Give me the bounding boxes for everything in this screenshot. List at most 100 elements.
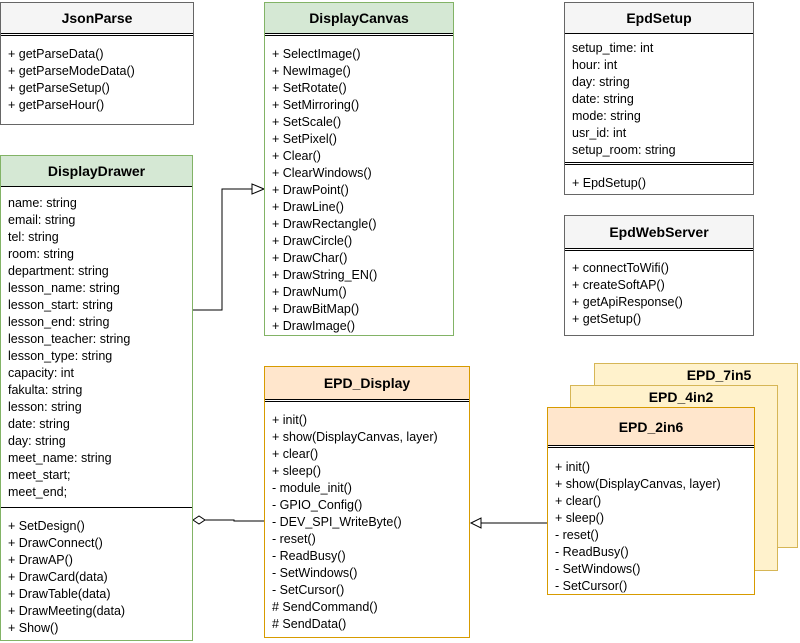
method: - SetWindows() — [555, 562, 641, 576]
attribute: lesson_start: string — [8, 298, 113, 312]
method: + getApiResponse() — [572, 295, 683, 309]
method: - ReadBusy() — [555, 545, 629, 559]
method: + DrawBitMap() — [272, 302, 360, 316]
method: + getParseSetup() — [8, 81, 110, 95]
method: + SetRotate() — [272, 81, 347, 95]
method: + DrawLine() — [272, 200, 344, 214]
method: + ClearWindows() — [272, 166, 372, 180]
method: + SelectImage() — [272, 47, 361, 61]
attribute: room: string — [8, 247, 74, 261]
method: + DrawCard(data) — [8, 570, 108, 584]
method: + Show() — [8, 621, 59, 635]
aggregation-diamond-icon — [192, 515, 206, 525]
method: + clear() — [272, 447, 319, 461]
attribute: date: string — [572, 92, 634, 106]
method: - DEV_SPI_WriteByte() — [272, 515, 402, 529]
method: + getParseHour() — [8, 98, 105, 112]
methods-section: + EpdSetup() — [565, 162, 753, 194]
method: + sleep() — [272, 464, 321, 478]
method: + clear() — [555, 494, 602, 508]
attribute: meet_end; — [8, 485, 68, 499]
class-epd-display: EPD_Display + init() + show(DisplayCanva… — [264, 366, 470, 638]
method: - ReadBusy() — [272, 549, 346, 563]
methods-section: + SelectImage() + NewImage() + SetRotate… — [265, 33, 453, 339]
attributes-section: setup_time: int hour: int day: string da… — [565, 33, 753, 162]
method: + getParseModeData() — [8, 64, 135, 78]
attribute: email: string — [8, 213, 76, 227]
attribute: lesson_teacher: string — [8, 332, 131, 346]
method: + init() — [555, 460, 591, 474]
class-epd-2in6: EPD_2in6 + init() + show(DisplayCanvas, … — [547, 407, 755, 595]
drawer-to-canvas-association — [193, 188, 264, 311]
class-json-parse: JsonParse + getParseData() + getParseMod… — [0, 2, 194, 125]
drawer-epd-display-aggregation — [205, 519, 264, 522]
method: + DrawConnect() — [8, 536, 103, 550]
attribute: lesson_end: string — [8, 315, 110, 329]
method: + DrawTable(data) — [8, 587, 111, 601]
method: + EpdSetup() — [572, 176, 647, 190]
method: + show(DisplayCanvas, layer) — [555, 477, 721, 491]
attribute: day: string — [572, 75, 630, 89]
attribute: day: string — [8, 434, 66, 448]
method: + getParseData() — [8, 47, 104, 61]
class-epd-setup: EpdSetup setup_time: int hour: int day: … — [564, 2, 754, 195]
method: - reset() — [555, 528, 599, 542]
methods-section: + init() + show(DisplayCanvas, layer) + … — [548, 445, 754, 599]
method: + connectToWifi() — [572, 261, 669, 275]
attribute: hour: int — [572, 58, 618, 72]
attribute: lesson: string — [8, 400, 82, 414]
attribute: usr_id: int — [572, 126, 627, 140]
class-epd-web-server: EpdWebServer + connectToWifi() + createS… — [564, 215, 754, 336]
methods-section: + connectToWifi() + createSoftAP() + get… — [565, 248, 753, 335]
method: - SetCursor() — [272, 583, 345, 597]
class-name: DisplayCanvas — [265, 3, 453, 33]
method: # SendData() — [272, 617, 347, 631]
method: + DrawNum() — [272, 285, 347, 299]
method: + SetDesign() — [8, 519, 85, 533]
methods-section: + init() + show(DisplayCanvas, layer) + … — [265, 399, 469, 637]
attribute: lesson_type: string — [8, 349, 113, 363]
class-name: JsonParse — [1, 3, 193, 33]
methods-section: + SetDesign() + DrawConnect() + DrawAP()… — [1, 507, 192, 641]
method: - SetWindows() — [272, 566, 358, 580]
class-name: EPD_Display — [265, 367, 469, 399]
method: + DrawMeeting(data) — [8, 604, 126, 618]
method: - GPIO_Config() — [272, 498, 363, 512]
method: + DrawRectangle() — [272, 217, 377, 231]
attribute: name: string — [8, 196, 77, 210]
method: + show(DisplayCanvas, layer) — [272, 430, 438, 444]
class-name: EpdSetup — [565, 3, 753, 33]
methods-section: + getParseData() + getParseModeData() + … — [1, 33, 193, 124]
method: + DrawImage() — [272, 319, 356, 333]
method: + SetScale() — [272, 115, 342, 129]
attributes-section: name: string email: string tel: string r… — [1, 186, 192, 507]
method: - SetCursor() — [555, 579, 628, 593]
method: - reset() — [272, 532, 316, 546]
attribute: date: string — [8, 417, 70, 431]
method: + DrawAP() — [8, 553, 73, 567]
method: + DrawChar() — [272, 251, 348, 265]
attribute: meet_name: string — [8, 451, 112, 465]
attribute: meet_start; — [8, 468, 71, 482]
attribute: capacity: int — [8, 366, 75, 380]
method: + sleep() — [555, 511, 604, 525]
class-name: DisplayDrawer — [1, 156, 192, 186]
method: + SetMirroring() — [272, 98, 360, 112]
attribute: tel: string — [8, 230, 59, 244]
method: + getSetup() — [572, 312, 642, 326]
attribute: lesson_name: string — [8, 281, 120, 295]
method: + createSoftAP() — [572, 278, 665, 292]
inheritance-triangle-icon — [469, 517, 482, 529]
attribute: setup_room: string — [572, 143, 676, 157]
attribute: mode: string — [572, 109, 641, 123]
method: + SetPixel() — [272, 132, 337, 146]
class-name: EPD_4in2 — [571, 386, 777, 408]
open-arrowhead-icon — [251, 183, 266, 195]
class-name: EpdWebServer — [565, 216, 753, 248]
class-display-canvas: DisplayCanvas + SelectImage() + NewImage… — [264, 2, 454, 336]
method: + Clear() — [272, 149, 321, 163]
method: + DrawPoint() — [272, 183, 349, 197]
method: # SendCommand() — [272, 600, 378, 614]
method: + NewImage() — [272, 64, 351, 78]
method: + init() — [272, 413, 308, 427]
